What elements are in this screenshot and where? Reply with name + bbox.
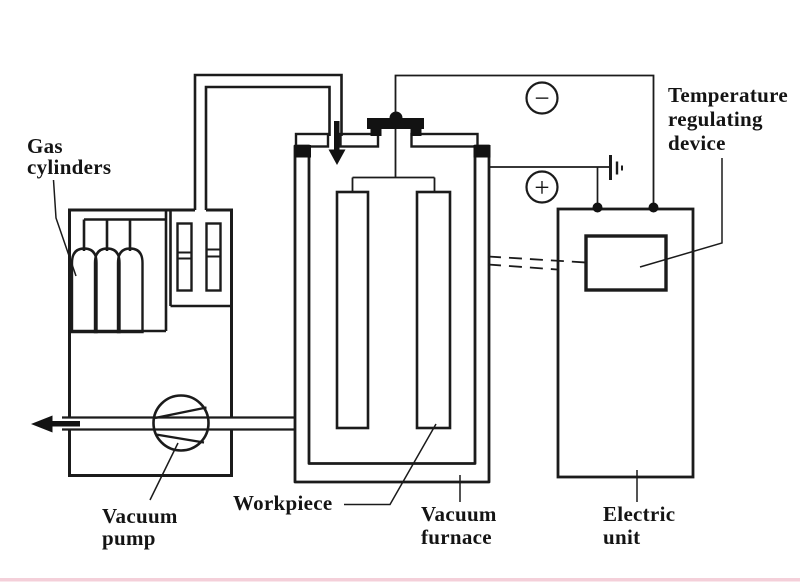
gas-arrow-shaft xyxy=(334,121,340,150)
positive-circle xyxy=(525,170,559,204)
label-vacuum-pump-line2: pump xyxy=(102,526,156,550)
gas-pipe-inner-wall xyxy=(204,85,331,210)
positive-sign: + xyxy=(534,173,549,203)
feedthrough-terminal xyxy=(389,111,403,125)
terminal-dot-right xyxy=(648,202,659,213)
vacuum-furnace-shell xyxy=(293,144,491,484)
leader-workpiece xyxy=(344,423,437,506)
gas-cylinder-1 xyxy=(70,247,98,334)
flow-meter-tube-1 xyxy=(176,222,193,292)
ground-icon xyxy=(609,155,623,180)
feedthrough-leg-right xyxy=(410,128,422,136)
lid-seal-left xyxy=(294,145,311,158)
terminal-dot-left xyxy=(592,202,603,213)
furnace-lid xyxy=(294,132,479,148)
exhaust-arrow-icon xyxy=(31,415,80,433)
workpiece-hanger xyxy=(351,129,436,192)
flow-meter-box xyxy=(169,209,232,308)
label-temp-device-line3: device xyxy=(668,131,726,155)
flow-meter-floats xyxy=(177,248,221,260)
negative-sign: − xyxy=(534,83,549,113)
vacuum-pump-assembly xyxy=(31,394,296,452)
page-edge-line xyxy=(0,578,800,582)
label-temp-device-line1: Temperature xyxy=(668,83,788,107)
gas-cylinder-2 xyxy=(93,247,121,334)
negative-electrode-wire xyxy=(394,74,655,204)
negative-circle xyxy=(525,81,559,115)
feedthrough-leg-left xyxy=(370,128,382,136)
label-electric-unit-line2: unit xyxy=(603,525,640,549)
electric-unit-box xyxy=(556,207,695,479)
lid-segment-right xyxy=(410,132,479,148)
label-vacuum-pump-line1: Vacuum xyxy=(102,504,178,528)
exhaust-arrow-shaft xyxy=(50,421,80,427)
gas-cylinder-cabinet xyxy=(68,208,233,477)
leader-lines xyxy=(52,158,723,506)
gas-supply-pipe xyxy=(193,73,343,210)
electrode-feedthrough xyxy=(367,111,424,136)
flow-meter-panel xyxy=(169,209,232,308)
pump-rotor-vanes xyxy=(154,406,207,444)
vacuum-pump-symbol xyxy=(152,394,210,452)
wiring xyxy=(394,74,659,271)
labels: Gas cylinders Vacuum pump Workpiece Vacu… xyxy=(27,83,788,550)
workpiece-left xyxy=(335,190,370,430)
gas-flow-arrow-icon xyxy=(328,121,346,165)
label-electric-unit-line1: Electric xyxy=(603,502,675,526)
positive-polarity-icon: + xyxy=(525,170,559,204)
cabinet-outline xyxy=(68,208,233,477)
label-vacuum-furnace-line1: Vacuum xyxy=(421,502,497,526)
thermocouple-dashed-line-upper xyxy=(487,255,587,264)
gas-cylinder-3 xyxy=(116,247,144,334)
thermocouple-dashed-line-lower xyxy=(487,263,558,271)
label-gas-cylinders-line1: Gas xyxy=(27,134,63,158)
label-temp-device-line2: regulating xyxy=(668,107,763,131)
negative-polarity-icon: − xyxy=(525,81,559,115)
gas-arrow-head xyxy=(328,149,346,165)
positive-electrode-wire xyxy=(489,166,609,204)
temperature-regulating-device-box xyxy=(584,234,668,292)
pump-pipe xyxy=(62,416,296,431)
leader-temperature-device xyxy=(639,158,723,268)
leader-gas-cylinders xyxy=(52,179,77,277)
label-gas-cylinders-line2: cylinders xyxy=(27,155,111,179)
gas-pipe-outer-wall xyxy=(193,73,343,210)
exhaust-arrow-head xyxy=(31,415,53,433)
lid-segment-left xyxy=(294,132,330,148)
lid-segment-middle xyxy=(339,132,380,148)
lid-seal-right xyxy=(473,145,491,158)
leader-vacuum-pump xyxy=(149,442,179,501)
workpiece-right xyxy=(415,190,452,430)
label-workpiece: Workpiece xyxy=(233,491,333,515)
label-vacuum-furnace-line2: furnace xyxy=(421,525,492,549)
